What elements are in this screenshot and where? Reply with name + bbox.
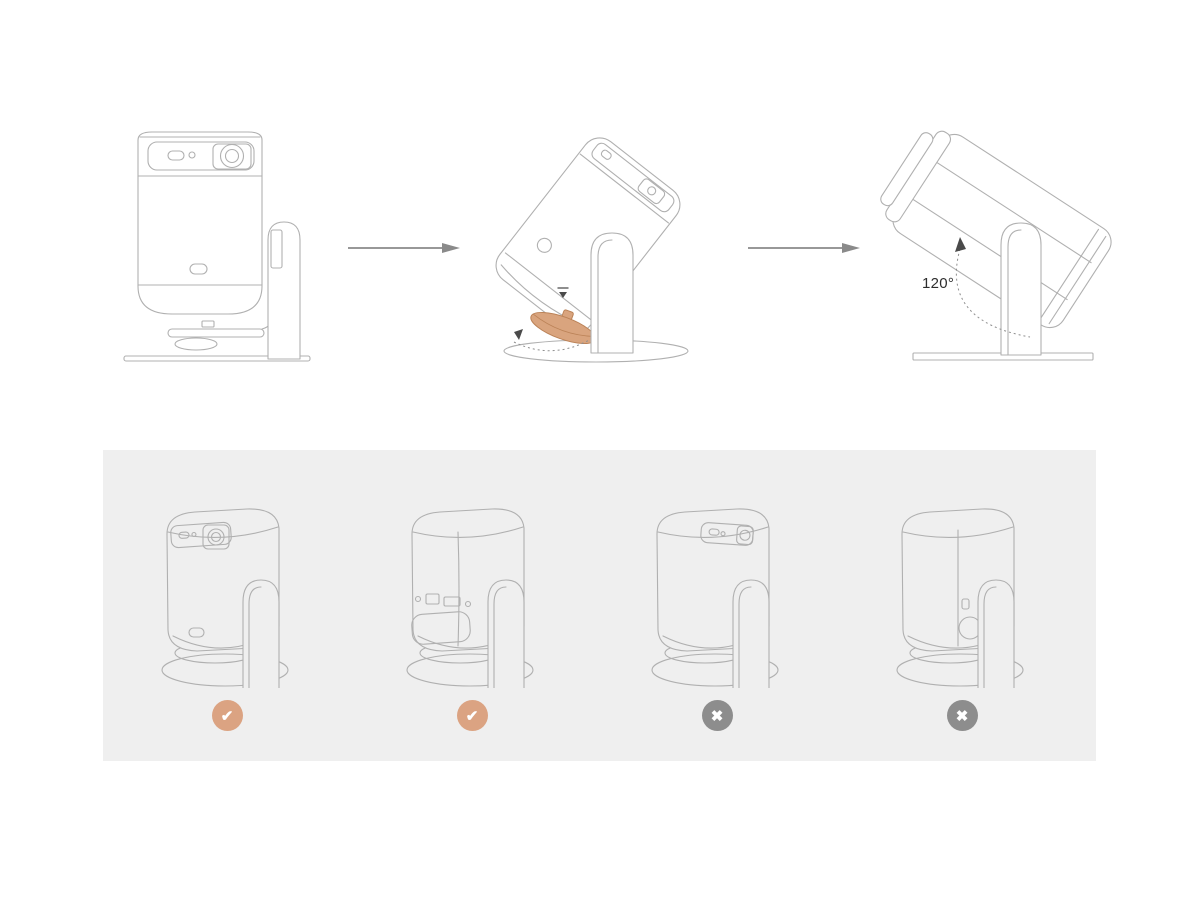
projector-tilted-illustration	[495, 137, 689, 363]
check-icon: ✔	[456, 700, 488, 731]
projector-side-illustration	[896, 508, 1024, 688]
check-icon: ✔	[211, 700, 243, 731]
placement-guide-panel: ✔ ✔	[103, 450, 1096, 761]
projector-front-illustration	[161, 508, 289, 688]
placement-side-facing-figure: ✖	[872, 498, 1052, 731]
step-rotated-figure: 120°	[878, 125, 1138, 375]
arrow-right-icon	[748, 240, 860, 256]
cross-icon: ✖	[946, 700, 978, 731]
step-upright-figure	[110, 118, 345, 373]
step-tilt-knob-figure	[468, 120, 718, 375]
placement-rear-facing-figure: ✔	[382, 498, 562, 731]
placement-front-facing-figure: ✔	[137, 498, 317, 731]
projector-angled-illustration	[651, 508, 779, 688]
projector-rear-illustration	[406, 508, 534, 688]
projector-upright-illustration	[123, 131, 311, 362]
angle-label: 120°	[922, 275, 955, 292]
arrow-right-icon	[348, 240, 460, 256]
projector-rotated-illustration	[880, 130, 1112, 361]
cross-icon: ✖	[701, 700, 733, 731]
placement-angled-figure: ✖	[627, 498, 807, 731]
